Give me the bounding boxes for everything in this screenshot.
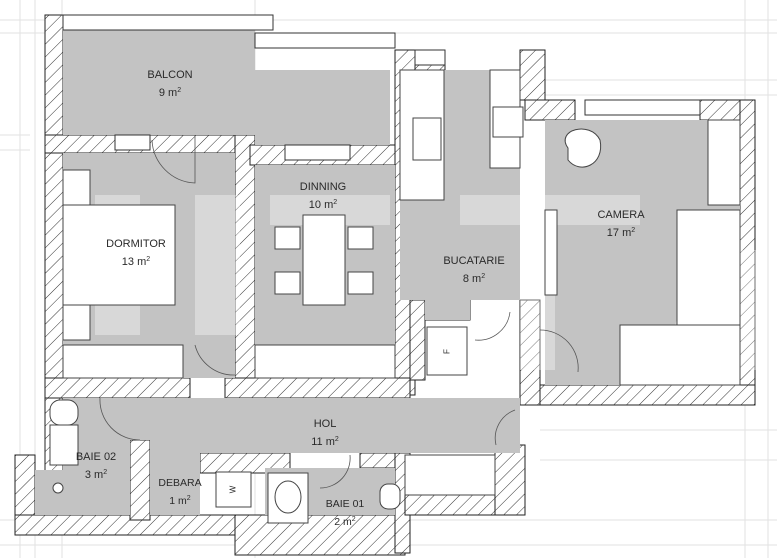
room-area: 3 m2: [84, 469, 108, 481]
room-area: 9 m2: [158, 87, 182, 99]
sink: [412, 117, 442, 161]
nightstand: [62, 169, 91, 206]
room-area: 8 m2: [462, 273, 486, 285]
room-debara: DEBARA 1 m2: [158, 476, 201, 509]
room-hol: HOL 11 m2: [311, 417, 339, 450]
dining-table: [302, 214, 346, 306]
room-name: DINNING: [299, 181, 347, 193]
washer: [215, 471, 252, 508]
room-bucatarie: BUCATARIE 8 m2: [443, 254, 504, 287]
room-camera: CAMERA 17 m2: [597, 208, 644, 241]
windows: [62, 14, 701, 161]
room-name: DORMITOR: [106, 238, 166, 250]
room-area: 2 m2: [334, 516, 356, 528]
room-area: 10 m2: [308, 199, 338, 211]
room-name: BAIE 01: [325, 498, 365, 510]
storage: [404, 454, 496, 496]
stove: [492, 106, 524, 138]
shower: [49, 424, 79, 466]
room-baie-01: BAIE 01 2 m2: [326, 497, 365, 530]
doors: [99, 135, 579, 489]
furniture: [49, 69, 741, 524]
tv: [544, 209, 558, 296]
room-area: 11 m2: [311, 436, 339, 448]
room-area: 13 m2: [121, 256, 151, 268]
room-area: 1 m2: [169, 495, 191, 507]
room-balcon: BALCON 9 m2: [147, 68, 192, 101]
washer-label: W: [228, 485, 238, 494]
room-name: DEBARA: [158, 477, 202, 489]
toilet: [379, 483, 401, 510]
room-name: BALCON: [147, 69, 193, 81]
room-name: BAIE 02: [75, 451, 117, 463]
armchair: [564, 128, 602, 168]
bed: [62, 204, 176, 306]
room-dormitor: DORMITOR 13 m2: [106, 237, 166, 270]
room-name: BUCATARIE: [443, 255, 505, 267]
nightstand: [62, 304, 91, 341]
wardrobe: [62, 344, 184, 379]
room-dinning: DINNING 10 m2: [300, 180, 346, 213]
fridge-label: F: [442, 349, 452, 354]
room-baie-02: BAIE 02 3 m2: [76, 450, 116, 483]
toilet: [49, 399, 79, 426]
sofa: [619, 324, 741, 386]
room-name: CAMERA: [597, 209, 645, 221]
room-name: HOL: [313, 418, 337, 430]
washbasin: [52, 482, 64, 494]
room-area: 17 m2: [606, 227, 636, 239]
cabinet: [707, 119, 741, 206]
fridge: [426, 326, 468, 376]
